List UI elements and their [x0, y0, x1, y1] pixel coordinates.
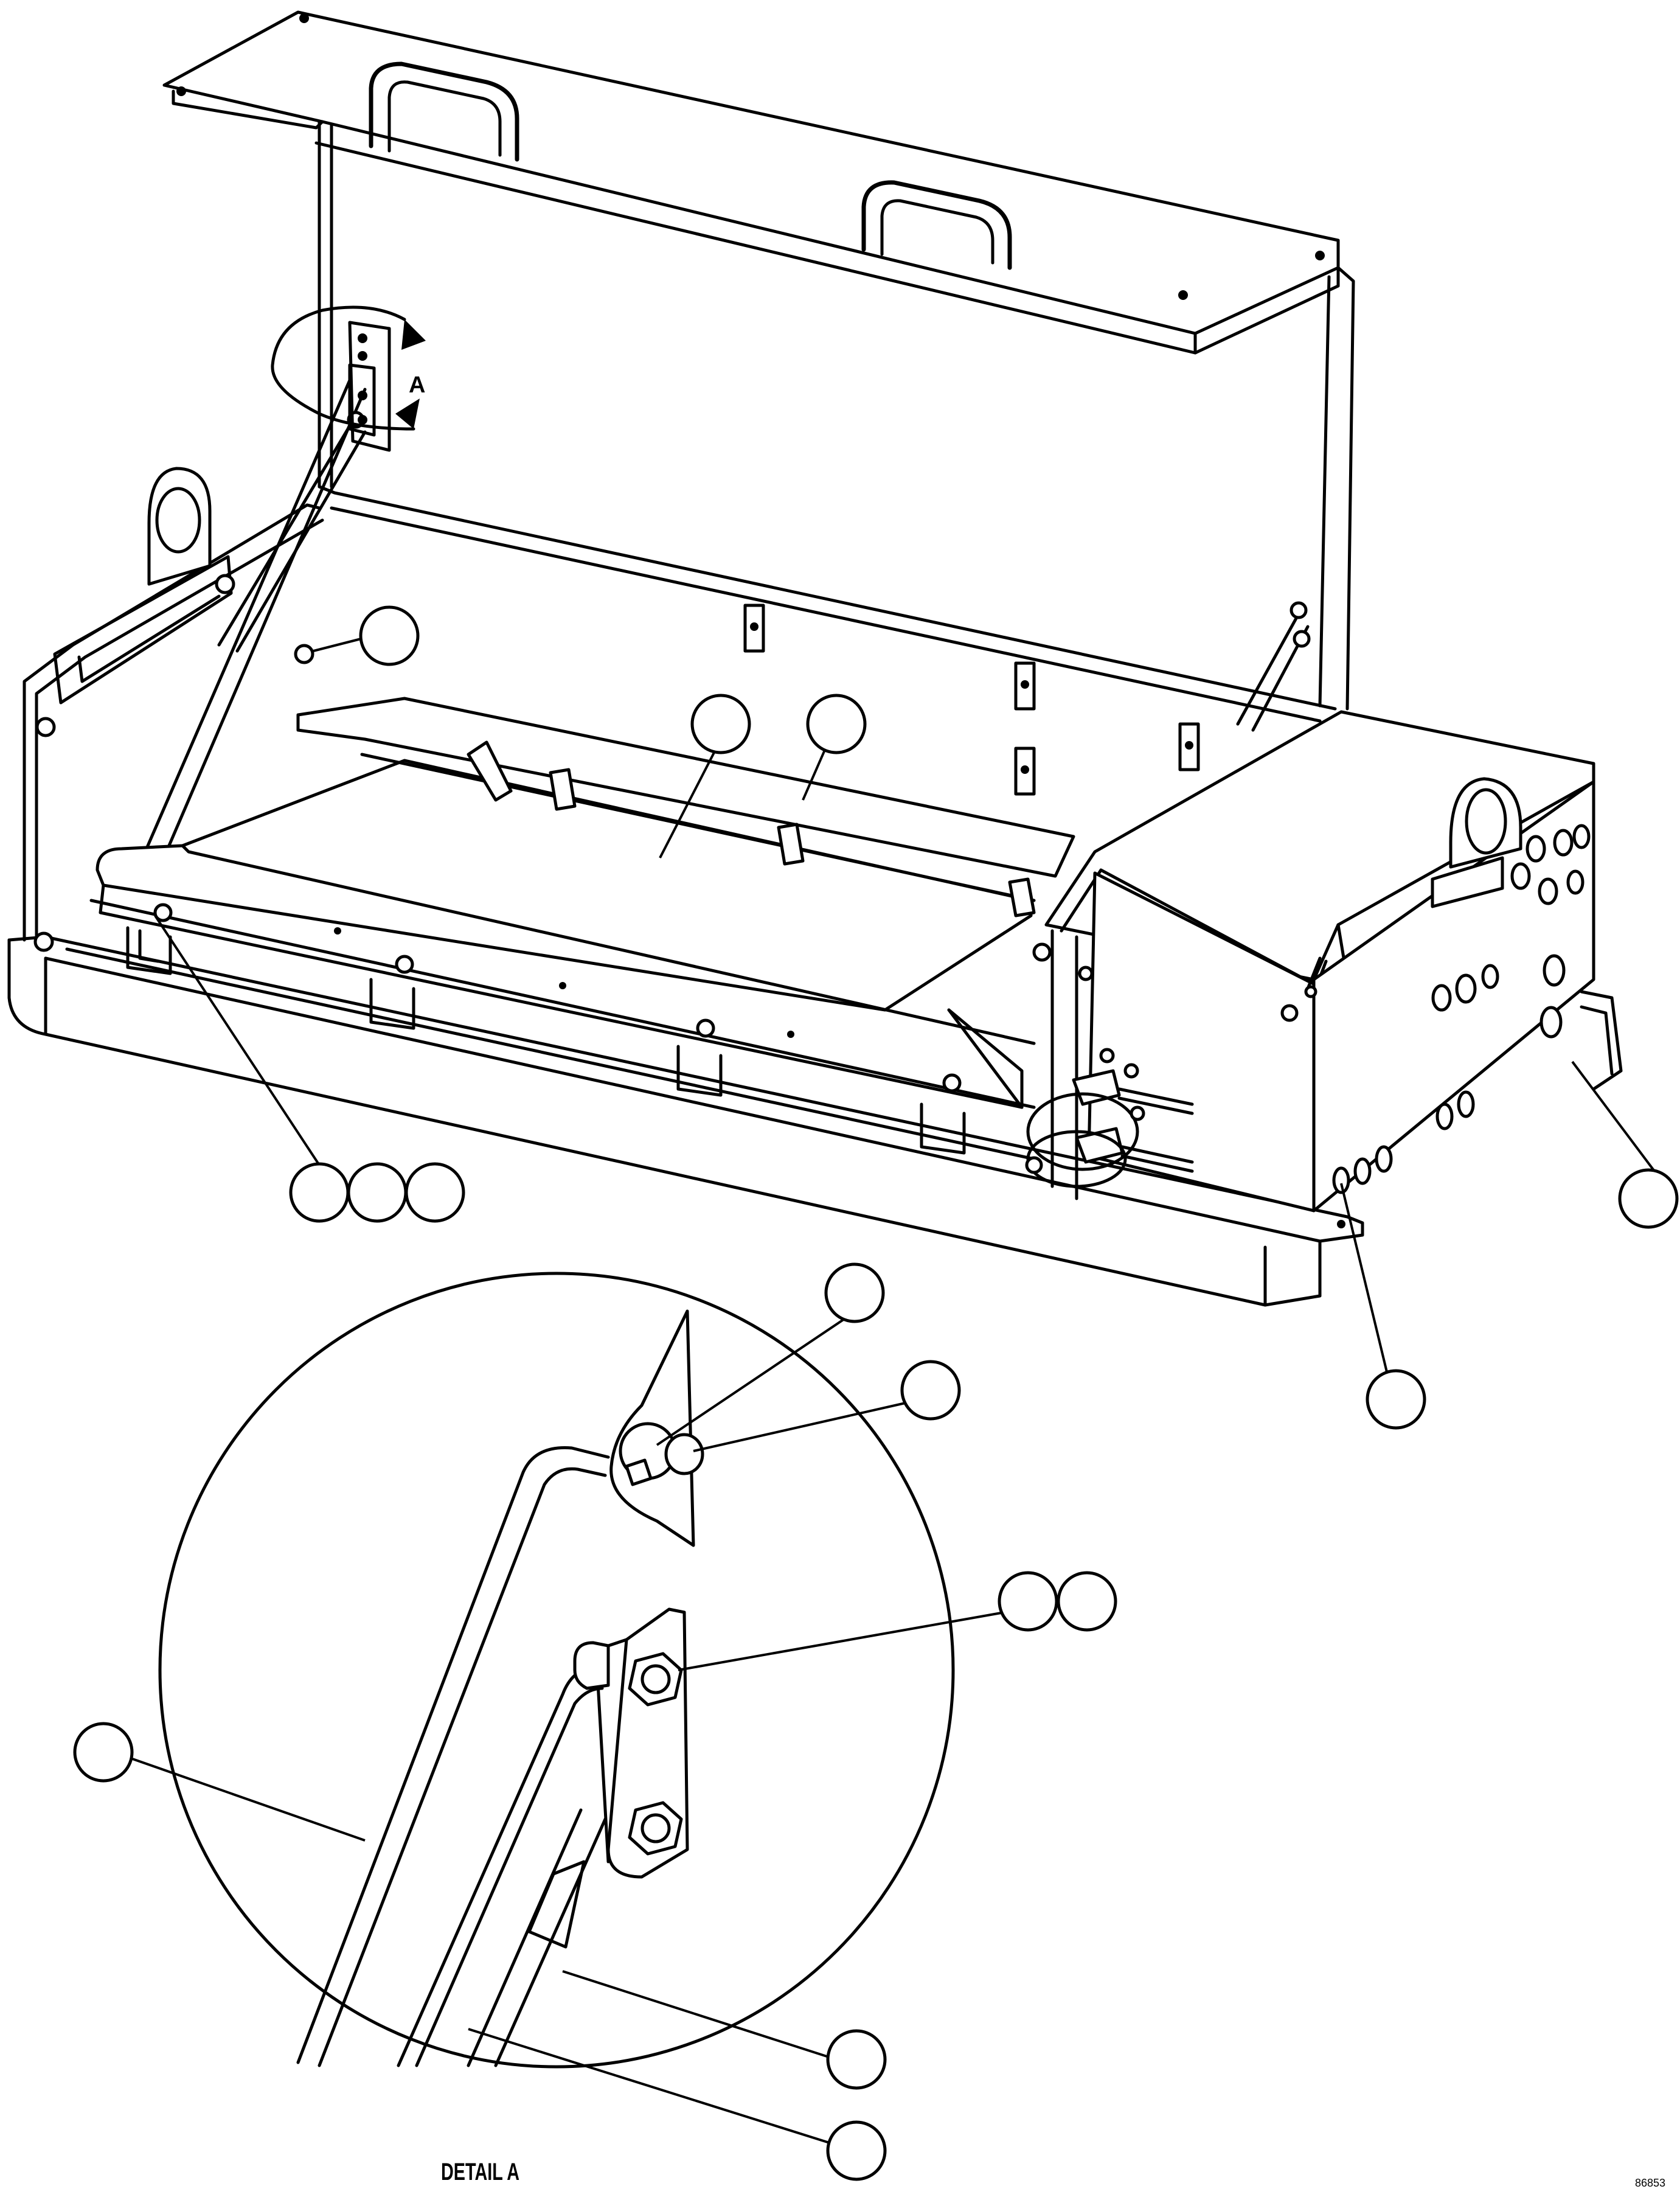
- balloon-b3: [806, 694, 867, 754]
- lid-handle-right: [861, 180, 1012, 270]
- cable-connectors: [1025, 1048, 1194, 1188]
- left-side-frame: [23, 503, 324, 952]
- detail-caption: DETAIL A: [441, 2159, 520, 2185]
- lid-handle-left: [369, 61, 519, 162]
- balloon-b15: [826, 2120, 887, 2181]
- rail-brackets: [65, 926, 1036, 1161]
- back-wall: [318, 485, 1337, 723]
- balloon-b4: [289, 1162, 350, 1223]
- leader-lines: [130, 635, 1656, 2152]
- detail-a-enlarged-view: [158, 1272, 955, 2069]
- gas-strut-right: [1236, 601, 1311, 732]
- balloon-b5: [347, 1162, 408, 1223]
- balloon-b11: [998, 1571, 1058, 1632]
- right-housing: [1032, 710, 1623, 1213]
- base-tray: [7, 935, 1364, 1307]
- detail-marker-label: A: [409, 372, 425, 398]
- balloon-b9: [824, 1262, 885, 1323]
- balloon-b2: [690, 694, 751, 754]
- lifting-eye-right: [1431, 777, 1522, 908]
- detail-a-callout: A: [271, 305, 426, 452]
- grommet: [294, 644, 314, 664]
- balloon-b8: [1366, 1369, 1426, 1430]
- inner-cover-panel: [89, 697, 1075, 1109]
- wall-brackets: [743, 604, 1200, 796]
- side-knockouts: [1332, 824, 1591, 1194]
- latches: [467, 740, 1036, 917]
- balloon-b7: [1618, 1168, 1679, 1229]
- balloon-b6: [404, 1162, 465, 1223]
- tray-bolts: [153, 903, 962, 1093]
- balloon-b14: [826, 2029, 887, 2090]
- balloon-b1: [359, 605, 420, 666]
- lifting-eye-left: [147, 467, 212, 586]
- balloon-b12: [1057, 1571, 1117, 1632]
- drawing-id: 86853: [1635, 2177, 1666, 2189]
- balloon-b13: [73, 1722, 134, 1783]
- balloon-b10: [900, 1360, 961, 1421]
